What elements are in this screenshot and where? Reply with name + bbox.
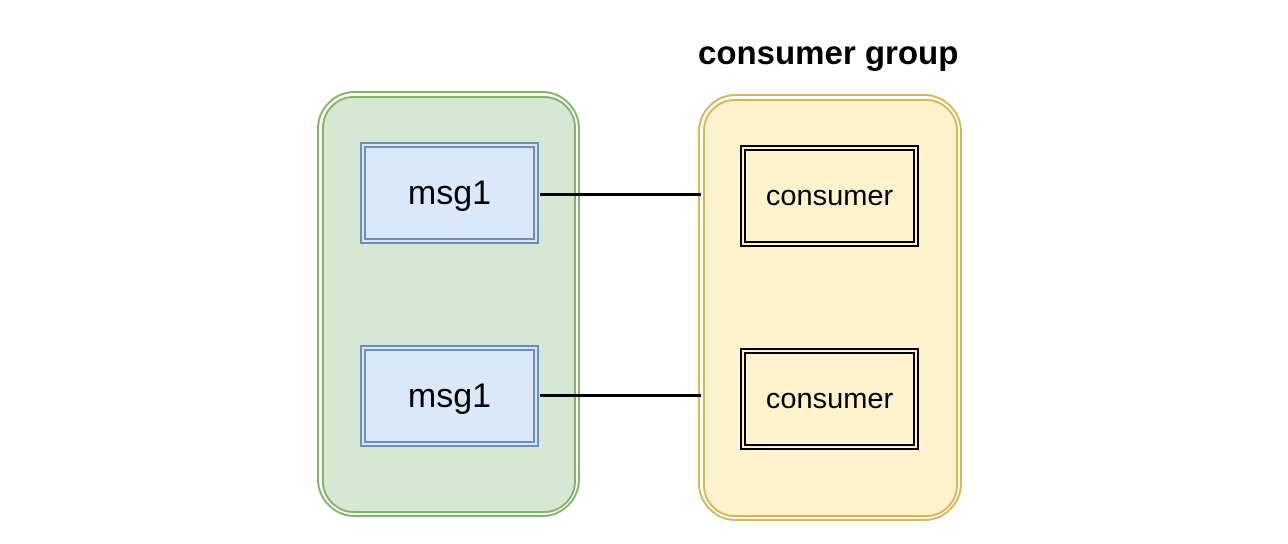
consumer-group-container: consumer consumer (698, 94, 962, 521)
consumer-group-title: consumer group (698, 34, 959, 71)
partition-container: msg1 msg1 (317, 91, 580, 517)
msg-node-2: msg1 (360, 345, 539, 447)
connector-line-2 (540, 394, 701, 397)
msg-node-2-label: msg1 (407, 376, 492, 415)
consumer-node-1-label: consumer (765, 179, 894, 212)
msg-node-1: msg1 (360, 142, 539, 244)
consumer-node-1: consumer (740, 145, 919, 247)
consumer-node-2-label: consumer (765, 382, 894, 415)
connector-line-1 (540, 193, 701, 196)
msg-node-1-label: msg1 (407, 173, 492, 212)
consumer-node-2: consumer (740, 348, 919, 450)
